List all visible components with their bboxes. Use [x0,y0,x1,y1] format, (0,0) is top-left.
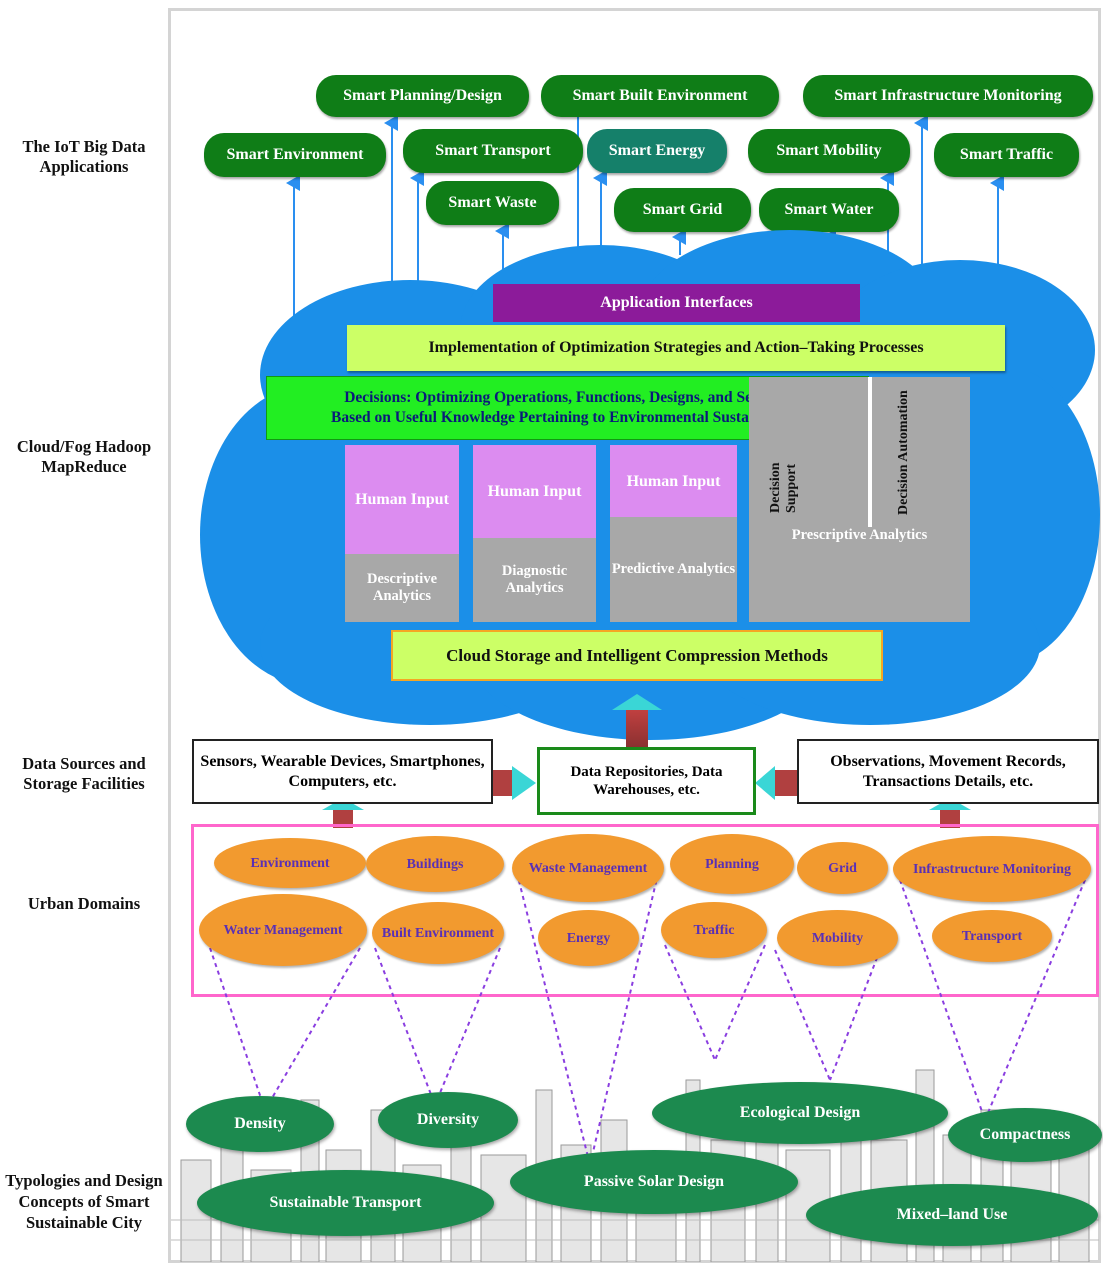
app-smart-built-environment: Smart Built Environment [541,75,779,117]
layer-label-sources: Data Sources and Storage Facilities [22,754,146,793]
domain-typology-links [209,864,1086,1166]
descriptive-analytics: Descriptive Analytics [345,554,459,622]
decisions-line-1: Decisions: Optimizing Operations, Functi… [344,389,791,406]
domain-water-management: Water Management [199,894,367,966]
domain-energy: Energy [538,910,639,966]
urban-domains-container [191,824,1099,997]
app-smart-grid: Smart Grid [614,188,751,232]
diagram-frame [168,8,1101,1263]
cloud-storage-band: Cloud Storage and Intelligent Compressio… [391,630,883,681]
app-smart-planning-design: Smart Planning/Design [316,75,529,117]
source-data-repositories: Data Repositories, Data Warehouses, etc. [537,747,756,815]
typology-sustainable-transport: Sustainable Transport [197,1170,494,1236]
app-smart-infrastructure-monitoring: Smart Infrastructure Monitoring [803,75,1093,117]
domain-planning: Planning [670,834,794,894]
human-input-descriptive: Human Input [345,445,459,554]
implementation-band: Implementation of Optimization Strategie… [347,325,1005,371]
decision-divider [868,377,872,527]
domain-buildings: Buildings [366,836,504,892]
domain-transport: Transport [932,910,1052,962]
typology-mixed-land-use: Mixed–land Use [806,1184,1098,1246]
data-flow-arrows [322,694,971,828]
decisions-line-2: Based on Useful Knowledge Pertaining to … [331,409,804,426]
source-observations-records: Observations, Movement Records, Transact… [797,739,1099,804]
typology-diversity: Diversity [378,1092,518,1148]
diagnostic-analytics: Diagnostic Analytics [473,538,596,622]
application-interfaces-band: Application Interfaces [493,284,860,322]
source-sensors-devices: Sensors, Wearable Devices, Smartphones, … [192,739,493,804]
domain-infrastructure-monitoring: Infrastructure Monitoring [893,836,1091,902]
layer-label-applications: The IoT Big Data Applications [22,137,146,176]
predictive-analytics: Predictive Analytics [610,517,737,622]
prescriptive-analytics: Prescriptive Analytics [749,377,970,622]
layer-label-typologies: Typologies and Design Concepts of Smart … [5,1171,163,1232]
app-smart-environment: Smart Environment [204,133,386,177]
app-smart-traffic: Smart Traffic [934,133,1079,177]
domain-mobility: Mobility [777,910,898,966]
typology-ecological-design: Ecological Design [652,1082,948,1144]
decision-automation-label: Decision Automation [896,390,911,516]
app-smart-transport: Smart Transport [403,129,583,173]
human-input-diagnostic: Human Input [473,445,596,538]
app-smart-water: Smart Water [759,188,899,232]
typology-compactness: Compactness [948,1108,1102,1162]
domain-waste-management: Waste Management [512,834,664,902]
human-input-predictive: Human Input [610,445,737,517]
domain-environment: Environment [214,838,366,888]
layer-label-domains: Urban Domains [27,894,141,913]
layer-label-cloud: Cloud/Fog Hadoop MapReduce [16,437,152,476]
domain-grid: Grid [797,842,888,894]
typology-passive-solar-design: Passive Solar Design [510,1150,798,1214]
domain-built-environment: Built Environment [372,902,504,964]
app-smart-energy: Smart Energy [587,129,727,173]
typology-density: Density [186,1096,334,1152]
app-smart-waste: Smart Waste [426,181,559,225]
domain-traffic: Traffic [661,902,767,958]
decision-support-label: Decision Support [768,462,799,514]
app-smart-mobility: Smart Mobility [748,129,910,173]
